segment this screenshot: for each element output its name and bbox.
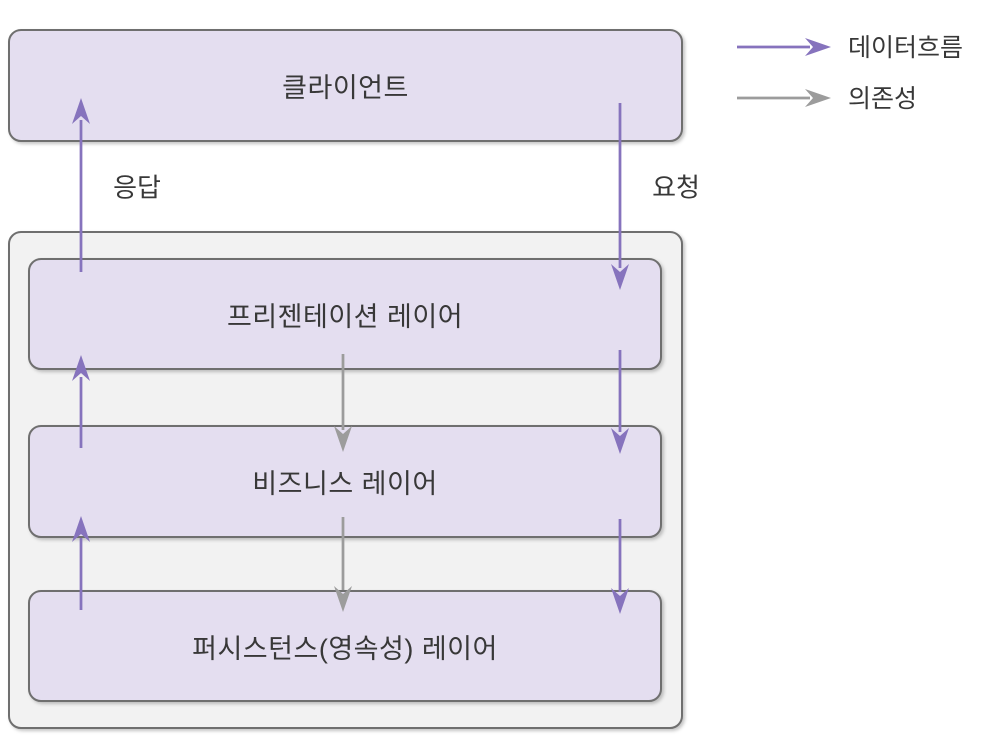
client-box: 클라이언트: [8, 29, 683, 142]
legend-dependency-arrow-icon: [737, 89, 831, 107]
legend-dataflow-arrow-icon: [737, 38, 831, 56]
request-edge-label: 요청: [652, 172, 700, 203]
business-layer-label: 비즈니스 레이어: [252, 469, 438, 499]
presentation-layer-box: 프리젠테이션 레이어: [28, 258, 662, 370]
business-layer-box: 비즈니스 레이어: [28, 425, 662, 538]
legend-dataflow-label: 데이터흐름: [848, 34, 964, 62]
persistence-layer-label: 퍼시스턴스(영속성) 레이어: [192, 633, 498, 664]
response-edge-label: 응답: [113, 172, 161, 203]
client-box-label: 클라이언트: [282, 73, 409, 103]
legend-dependency-label: 의존성: [848, 85, 918, 113]
presentation-layer-label: 프리젠테이션 레이어: [226, 301, 464, 332]
persistence-layer-box: 퍼시스턴스(영속성) 레이어: [28, 590, 662, 702]
